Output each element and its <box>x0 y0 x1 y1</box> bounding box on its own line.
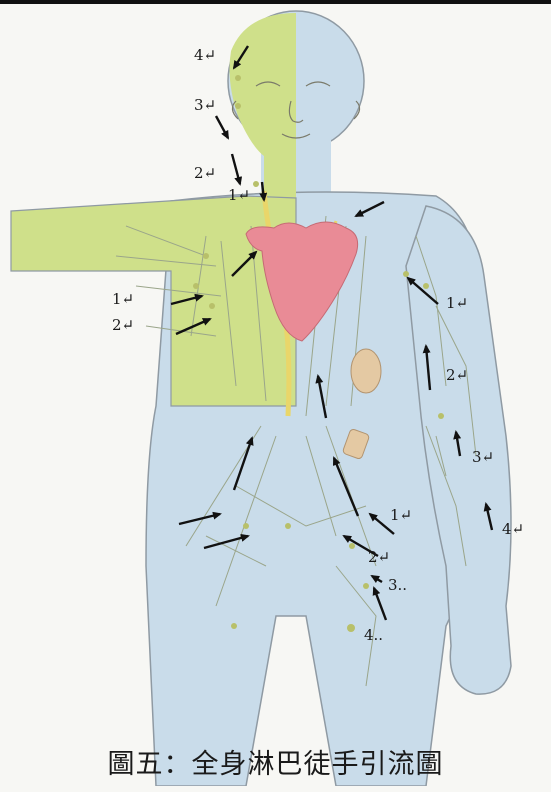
top-border <box>0 0 551 4</box>
arrow-neck-2 <box>232 154 240 184</box>
label-rarm-4: 4↵ <box>502 520 524 538</box>
label-groin-2: 2↵ <box>368 548 390 566</box>
label-neck-1: 1↵ <box>228 186 250 204</box>
label-head-4: 4↵ <box>194 46 216 64</box>
arrow-head-3 <box>216 116 228 138</box>
label-axilla-1: 1↵ <box>112 290 134 308</box>
label-leg-4: 4.. <box>364 626 383 644</box>
lymph-drainage-diagram: 4↵ 3↵ 2↵ 1↵ 1↵ 2↵ 1↵ 2↵ 3↵ 4↵ 1↵ 2↵ 3.. … <box>6 6 545 786</box>
figure-caption: 圖五：全身淋巴徒手引流圖 <box>0 742 551 781</box>
label-head-3: 3↵ <box>194 96 216 114</box>
label-neck-2: 2↵ <box>194 164 216 182</box>
body-silhouette <box>11 11 511 786</box>
label-leg-3: 3.. <box>388 576 407 594</box>
label-rarm-2: 2↵ <box>446 366 468 384</box>
label-rarm-3: 3↵ <box>472 448 494 466</box>
kidney <box>351 349 381 393</box>
label-axilla-2: 2↵ <box>112 316 134 334</box>
label-rarm-1: 1↵ <box>446 294 468 312</box>
label-groin-1: 1↵ <box>390 506 412 524</box>
